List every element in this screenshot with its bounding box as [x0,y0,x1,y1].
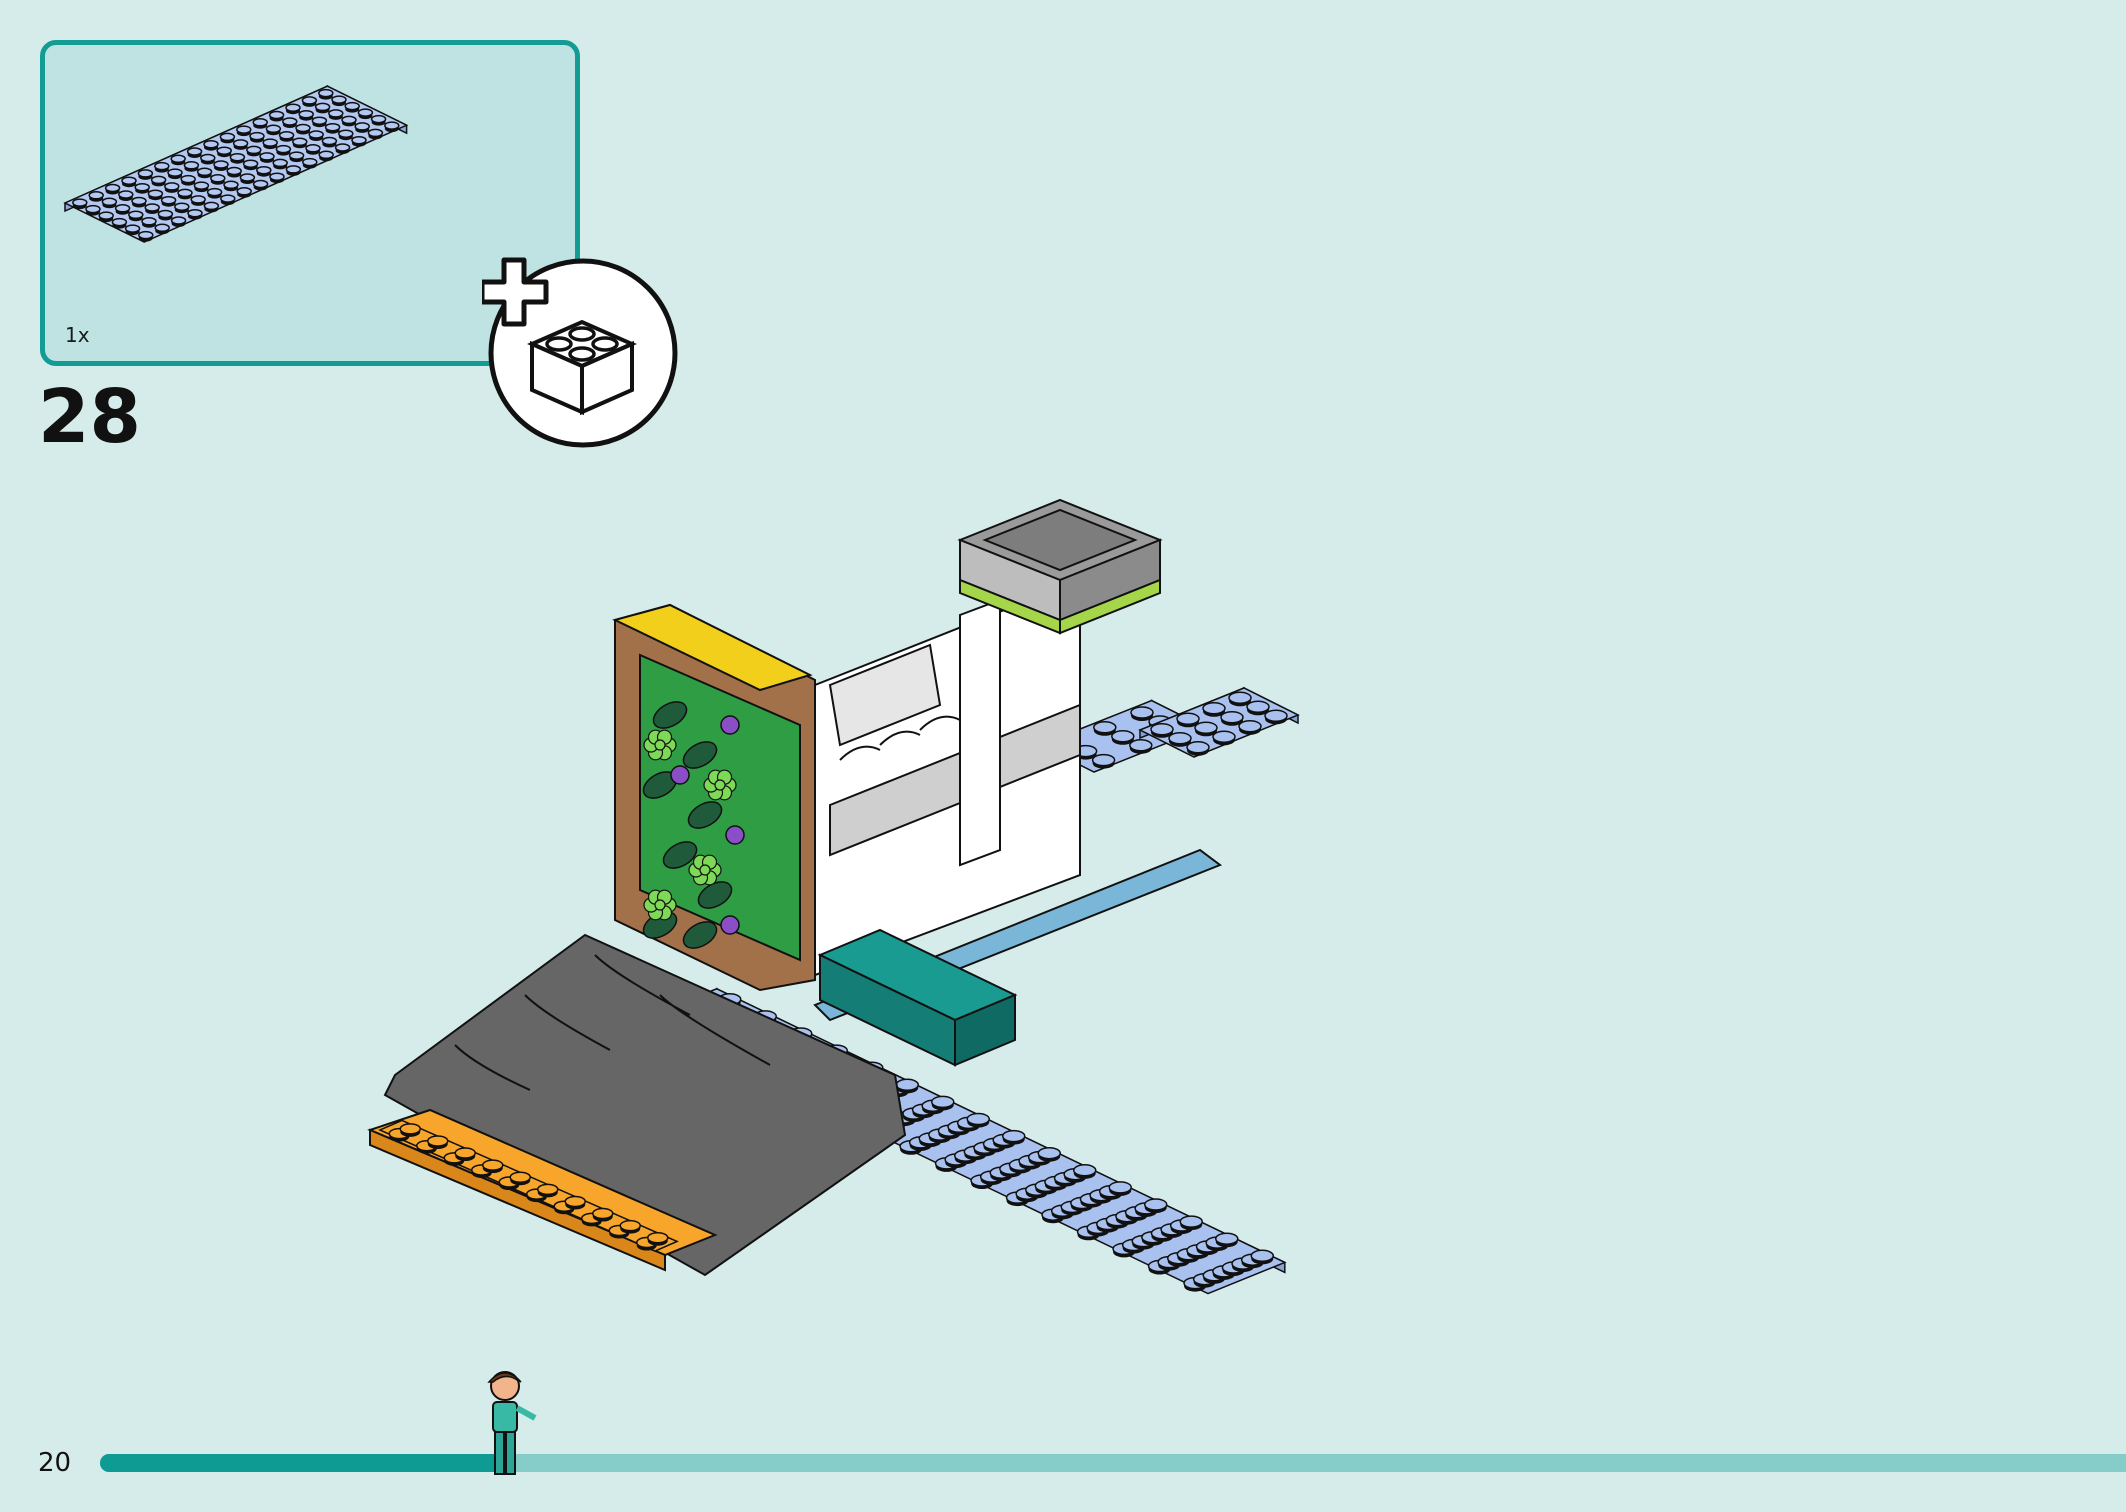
parts-callout: 1x [40,40,580,366]
progress-bar-fill [100,1454,506,1472]
teal-brick [817,928,1018,1067]
minifigure-progress-marker [487,1371,537,1475]
green-wall-frame [612,603,816,992]
model-illustration [367,498,1300,1295]
grey-curved-slopes [383,933,907,1277]
add-new-brick-icon [482,257,678,448]
orange-plate [367,1108,718,1272]
plate-6x16-part [63,84,409,243]
part-quantity: 1x [65,323,90,347]
grey-planter-box [957,498,1163,635]
progress-bar [100,1454,2126,1472]
white-wall [814,578,1081,977]
step-number: 28 [38,374,141,460]
page-number: 20 [38,1448,72,1478]
